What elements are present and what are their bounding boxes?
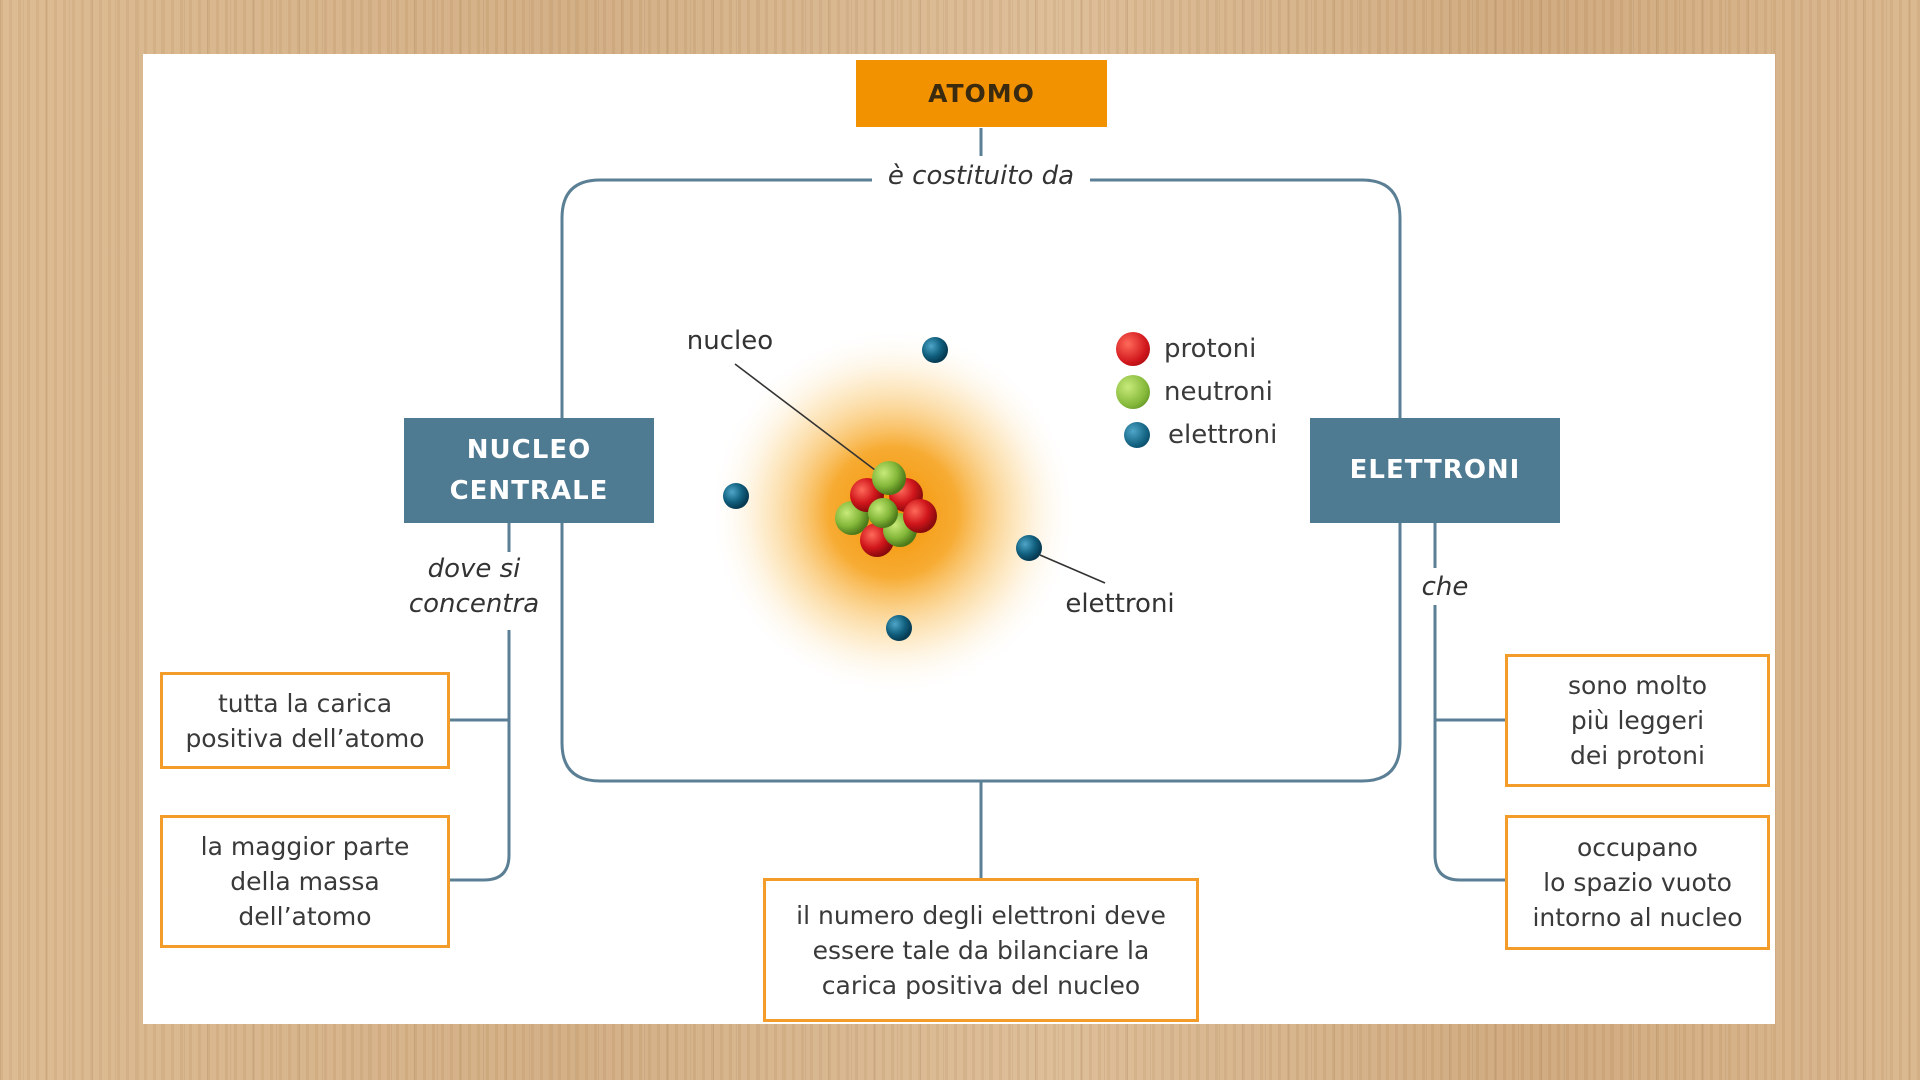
atom-title-box: ATOMO xyxy=(856,60,1107,127)
electron-ball xyxy=(922,337,948,363)
left-note-mass: la maggior parte della massa dell’atomo xyxy=(160,815,450,948)
connector-label-top: è costituito da xyxy=(887,161,1075,191)
neutron-ball xyxy=(868,498,898,528)
nucleus-central-box: NUCLEO CENTRALE xyxy=(404,418,654,523)
right-note-lighter: sono molto più leggeri dei protoni xyxy=(1505,654,1770,787)
right-note-space: occupano lo spazio vuoto intorno al nucl… xyxy=(1505,815,1770,950)
legend-protons: protoni xyxy=(1116,332,1256,366)
left-note-charge: tutta la carica positiva dell’atomo xyxy=(160,672,450,769)
electrons-box: ELETTRONI xyxy=(1310,418,1560,523)
connector-label-right: che xyxy=(1421,572,1469,602)
neutron-ball xyxy=(872,461,906,495)
legend-electrons: elettroni xyxy=(1124,420,1277,450)
legend-label-electrons: elettroni xyxy=(1168,420,1278,450)
electron-ball xyxy=(1016,535,1042,561)
legend-label-protons: protoni xyxy=(1164,334,1257,364)
connector-label-left: dove si concentra xyxy=(408,554,540,619)
legend-neutrons: neutroni xyxy=(1116,375,1273,409)
blue-ball-icon xyxy=(1124,422,1150,448)
proton-ball xyxy=(903,499,937,533)
red-ball-icon xyxy=(1116,332,1150,366)
electrons-pointer-label: elettroni xyxy=(1065,589,1175,619)
electron-particles xyxy=(723,337,1042,641)
legend-label-neutrons: neutroni xyxy=(1164,377,1273,407)
nucleus-pointer-label: nucleo xyxy=(686,326,774,356)
green-ball-icon xyxy=(1116,375,1150,409)
bottom-note-balance: il numero degli elettroni deve essere ta… xyxy=(763,878,1199,1022)
electron-ball xyxy=(886,615,912,641)
electron-ball xyxy=(723,483,749,509)
nucleus-particles xyxy=(835,461,937,557)
